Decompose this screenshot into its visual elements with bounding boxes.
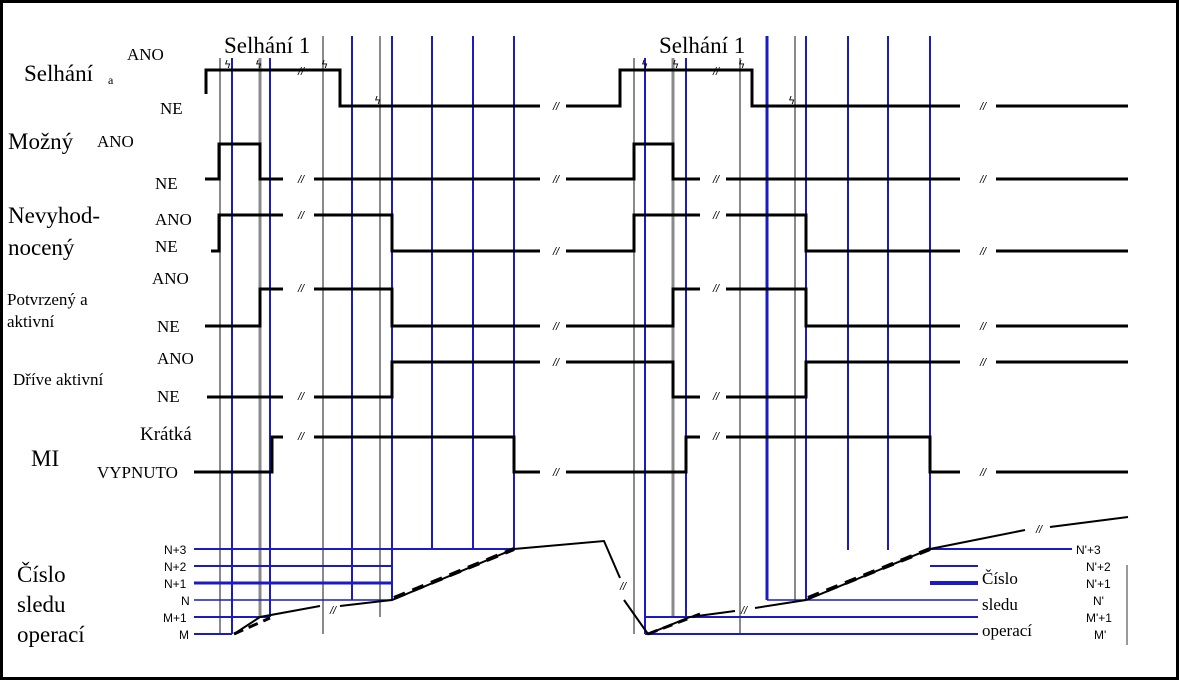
confirmed-no-label: NE xyxy=(157,317,180,336)
break-mark-22: // xyxy=(979,357,987,369)
lightning-icon-0: ϟ xyxy=(224,58,231,71)
tick-left-n: N xyxy=(181,594,190,608)
break-mark-24: // xyxy=(329,605,337,617)
break-mark-3: // xyxy=(297,283,305,295)
sequence-curve-dash-2 xyxy=(807,547,931,600)
prev-active-label: Dříve aktivní xyxy=(13,370,104,389)
sequence-label-2: sledu xyxy=(17,592,66,617)
prev-active-signal xyxy=(207,360,1128,399)
break-mark-18: // xyxy=(979,101,987,113)
mi-label: MI xyxy=(31,446,60,471)
lightning-icon-6: ϟ xyxy=(738,58,745,71)
break-mark-9: // xyxy=(552,321,560,333)
tick-right-n2: N'+2 xyxy=(1086,560,1111,574)
confirmed-yes-label: ANO xyxy=(152,269,189,288)
failure-no-label: NE xyxy=(160,99,183,118)
unevaluated-label-2: nocený xyxy=(8,235,75,260)
lightning-icon-2: ϟ xyxy=(321,58,328,71)
tick-left-m: M xyxy=(179,628,189,642)
lightning-icon-3: ϟ xyxy=(374,94,381,107)
break-mark-8: // xyxy=(552,246,560,258)
prev-active-yes-label: ANO xyxy=(157,349,194,368)
failure-sub-label: a xyxy=(108,73,114,87)
break-mark-16: // xyxy=(712,391,720,403)
sequence-right-label-1: Číslo xyxy=(982,569,1018,588)
break-mark-23: // xyxy=(979,467,987,479)
break-mark-19: // xyxy=(979,174,987,186)
break-mark-27: // xyxy=(619,581,627,593)
possible-no-label: NE xyxy=(155,174,178,193)
break-mark-6: // xyxy=(552,101,560,113)
lightning-icon-4: ϟ xyxy=(641,58,648,71)
failure-label: Selhání xyxy=(24,61,93,86)
break-mark-14: // xyxy=(712,210,720,222)
possible-yes-label: ANO xyxy=(97,132,134,151)
unevaluated-no-label: NE xyxy=(155,237,178,256)
break-mark-0: // xyxy=(297,66,305,78)
tick-right-n3: N'+3 xyxy=(1076,543,1101,557)
failure-yes-label: ANO xyxy=(127,45,164,64)
break-mark-20: // xyxy=(979,246,987,258)
break-mark-2: // xyxy=(297,210,305,222)
break-mark-13: // xyxy=(712,174,720,186)
break-mark-4: // xyxy=(297,391,305,403)
mi-signal xyxy=(194,435,1128,474)
break-mark-1: // xyxy=(297,174,305,186)
break-mark-5: // xyxy=(297,431,305,443)
possible-label: Možný xyxy=(8,129,74,154)
break-mark-12: // xyxy=(712,66,720,78)
confirmed-label-1: Potvrzený a xyxy=(7,290,88,309)
mi-on-label: Krátká xyxy=(140,424,192,445)
tick-left-m1: M+1 xyxy=(163,611,187,625)
break-mark-11: // xyxy=(552,467,560,479)
tick-left-n1: N+1 xyxy=(164,577,187,591)
break-mark-25: // xyxy=(740,605,748,617)
tick-right-m1: M'+1 xyxy=(1086,611,1112,625)
sequence-curve-2 xyxy=(754,516,1129,609)
confirmed-signal xyxy=(205,287,1128,328)
unevaluated-signal xyxy=(211,213,1128,253)
sequence-curve-dash-0 xyxy=(233,616,271,636)
failure-header-2: Selhání 1 xyxy=(659,33,746,58)
sequence-curve-1b xyxy=(339,539,736,636)
break-mark-17: // xyxy=(712,431,720,443)
sequence-right-label-2: sledu xyxy=(982,595,1018,614)
sequence-label-1: Číslo xyxy=(17,562,66,587)
tick-right-n1: N'+1 xyxy=(1086,577,1111,591)
tick-right-n: N' xyxy=(1093,594,1104,608)
sequence-curve-1a xyxy=(233,605,321,635)
break-mark-26: // xyxy=(1035,524,1043,536)
lightning-icon-1: ϟ xyxy=(255,58,262,71)
tick-right-m: M' xyxy=(1094,628,1107,642)
sequence-curve-dash-3 xyxy=(647,612,701,636)
unevaluated-yes-label: ANO xyxy=(155,210,192,229)
sequence-curve-dash-1 xyxy=(393,547,515,600)
prev-active-no-label: NE xyxy=(157,387,180,406)
tick-left-n3: N+3 xyxy=(164,543,187,557)
break-mark-21: // xyxy=(979,321,987,333)
failure-signal xyxy=(204,68,1128,108)
sequence-right-label-3: operací xyxy=(982,621,1033,640)
mi-off-label: VYPNUTO xyxy=(97,463,178,482)
tick-left-n2: N+2 xyxy=(164,560,187,574)
break-mark-10: // xyxy=(552,357,560,369)
lightning-icon-5: ϟ xyxy=(672,58,679,71)
failure-header-1: Selhání 1 xyxy=(224,33,311,58)
unevaluated-label-1: Nevyhod- xyxy=(8,203,100,228)
break-mark-7: // xyxy=(552,174,560,186)
confirmed-label-2: aktivní xyxy=(7,312,55,331)
lightning-icon-7: ϟ xyxy=(788,94,795,107)
sequence-label-3: operací xyxy=(17,622,85,647)
break-mark-15: // xyxy=(712,283,720,295)
possible-signal xyxy=(205,142,1128,181)
